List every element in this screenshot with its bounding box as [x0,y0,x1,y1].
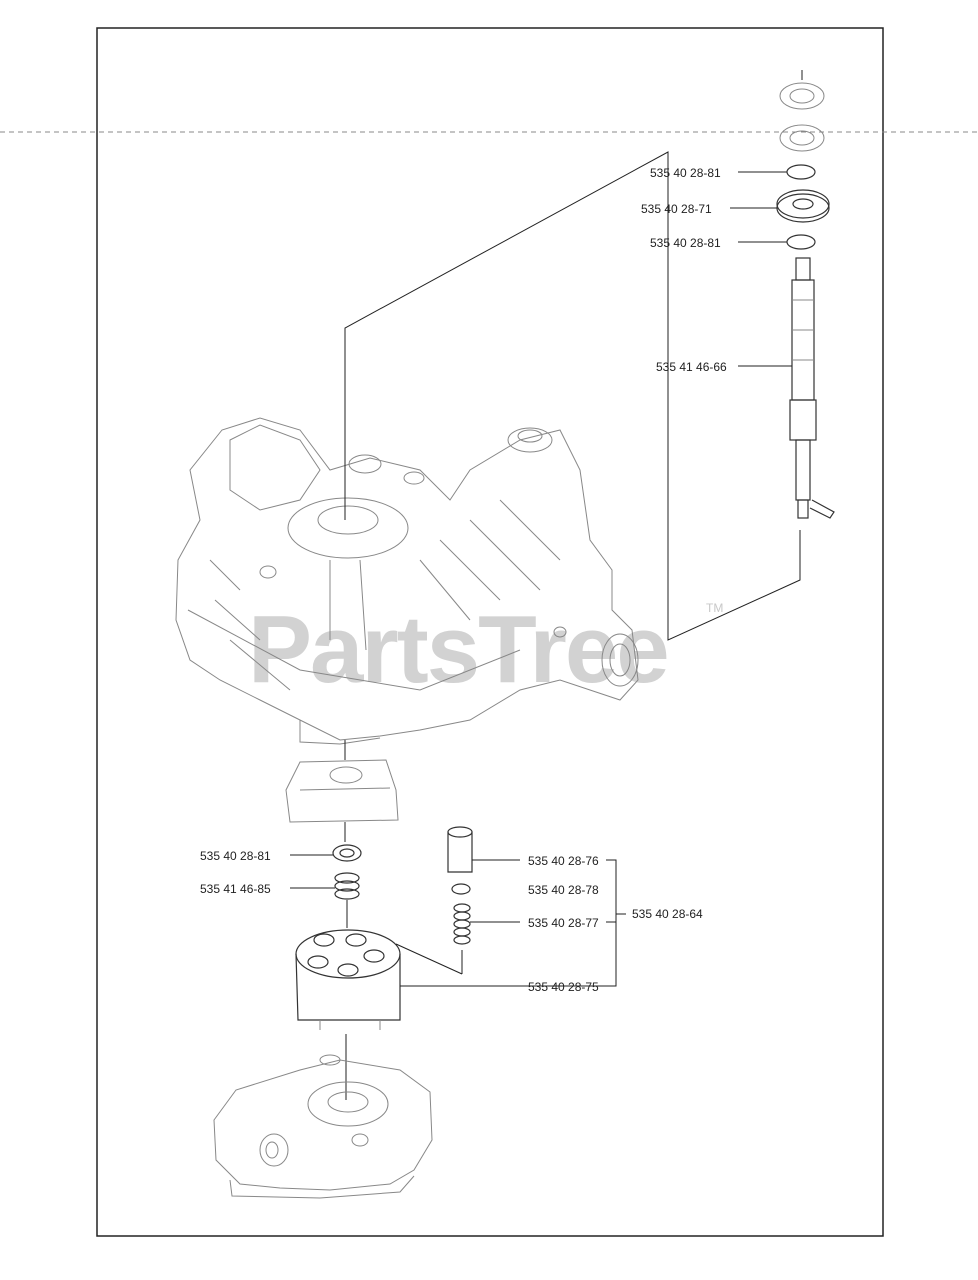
upper-snap-rings [779,70,825,152]
leader-housing-to-shaft [344,151,801,641]
snap-ring-lower-part [786,234,816,250]
callout-input-shaft: 535 41 46-66 [656,360,727,374]
callout-kit: 535 40 28-64 [632,907,703,921]
callout-bearing: 535 40 28-71 [641,202,712,216]
diagram-border [96,27,884,1237]
callout-piston: 535 40 28-76 [528,854,599,868]
center-section-part [213,1054,433,1199]
snap-ring-cylinder-part [332,844,362,862]
kit-bracket [606,859,617,987]
spring-cylinder-part [334,872,360,900]
watermark-text: PartsTree [248,596,668,703]
callout-cylinder-block: 535 40 28-75 [528,980,599,994]
bearing-part [776,189,830,223]
callout-snap-ring-top: 535 40 28-81 [650,166,721,180]
input-shaft-part [789,257,835,519]
piston-part [447,826,473,873]
swash-block-part [285,759,399,823]
callout-piston-spring: 535 40 28-77 [528,916,599,930]
washer-part [451,883,471,895]
callout-snap-ring-lower: 535 40 28-81 [650,236,721,250]
cylinder-block-part [295,929,401,1030]
callout-spring-cylinder: 535 41 46-85 [200,882,271,896]
watermark-trademark: TM [706,601,723,615]
callout-washer: 535 40 28-78 [528,883,599,897]
transaxle-housing [175,417,639,745]
piston-spring-part [453,903,471,945]
callout-snap-ring-cylinder: 535 40 28-81 [200,849,271,863]
snap-ring-top-part [786,164,816,180]
